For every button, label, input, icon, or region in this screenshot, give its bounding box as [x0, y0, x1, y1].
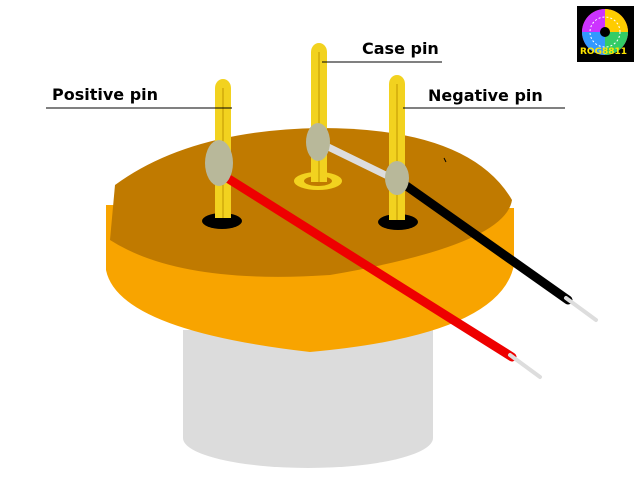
positive-wire [219, 171, 542, 379]
positive-solder-joint [205, 140, 233, 186]
case-solder-joint [306, 123, 330, 161]
negative-wire [393, 175, 598, 322]
logo-text: ROG8811 [580, 47, 627, 57]
logo: ROG8811 [577, 6, 634, 62]
case-pin [311, 43, 327, 182]
negative-solder-joint [385, 161, 409, 195]
positive-pin-hole [202, 213, 242, 229]
negative-pin-hole [378, 214, 418, 230]
case-pin-label: Case pin [362, 39, 439, 58]
negative-pin [389, 75, 405, 220]
positive-pin-label: Positive pin [52, 85, 158, 104]
base-mark [443, 157, 447, 163]
negative-pin-label: Negative pin [428, 86, 543, 105]
